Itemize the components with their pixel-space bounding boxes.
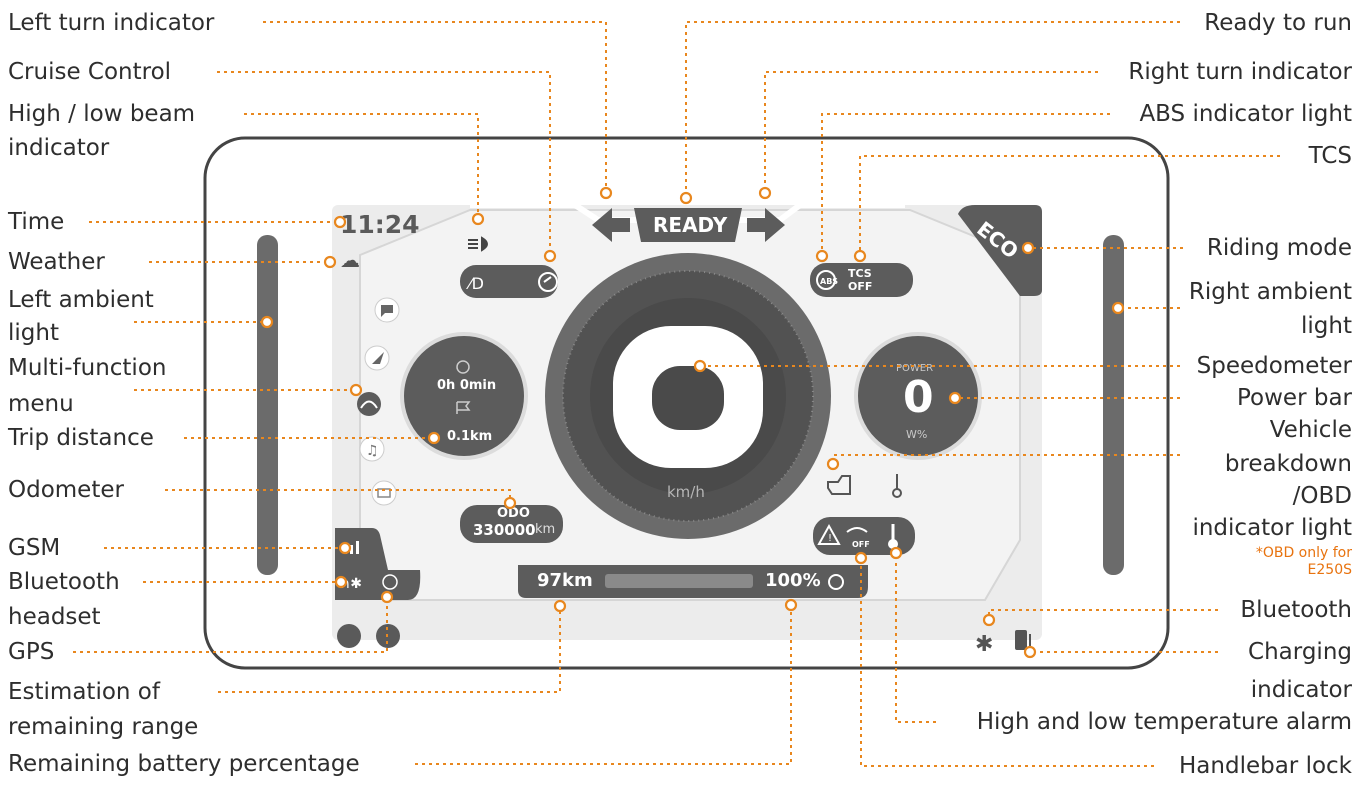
label-speedometer: Speedometer — [1196, 353, 1352, 379]
power-value: 0 — [903, 372, 934, 423]
svg-text:⁄D: ⁄D — [466, 274, 484, 293]
label-indicator-light: indicator light — [1192, 515, 1352, 541]
label-weather: Weather — [8, 249, 105, 275]
temperature-alarm-icon — [888, 539, 898, 549]
label-high-low-beam-line2: indicator — [8, 135, 110, 161]
label-bluetooth-headset-line2: headset — [8, 604, 101, 630]
left-turn-arrow-icon — [592, 208, 630, 242]
label-cruise-control: Cruise Control — [8, 59, 172, 85]
temperature-small-icon — [892, 474, 902, 498]
label-temp-alarm: High and low temperature alarm — [976, 709, 1352, 735]
trip-circle — [400, 332, 528, 460]
label-ready-to-run: Ready to run — [1204, 10, 1352, 36]
left-ambient-light — [257, 235, 278, 575]
handlebar-lock-icon — [846, 527, 868, 533]
label-vehicle: Vehicle — [1269, 417, 1352, 443]
obd-note-line2: E250S — [1307, 562, 1352, 578]
battery-percentage: 100% — [765, 570, 821, 591]
label-battery-percentage: Remaining battery percentage — [8, 751, 360, 777]
label-high-low-beam: High / low beam — [8, 101, 196, 127]
label-trip-distance: Trip distance — [8, 425, 154, 451]
obd-engine-icon — [827, 475, 851, 495]
label-multi-function-line2: menu — [8, 391, 74, 417]
label-obd: /OBD — [1292, 483, 1352, 509]
label-bluetooth-headset: Bluetooth — [8, 569, 120, 595]
svg-text:ABS: ABS — [820, 277, 838, 286]
ready-text: READY — [653, 213, 728, 237]
time-readout: 11:24 — [340, 210, 420, 239]
speed-unit: km/h — [667, 483, 705, 501]
lock-off-text: OFF — [852, 540, 870, 549]
obd-note: *OBD only for E250S — [1256, 545, 1352, 579]
label-gsm: GSM — [8, 535, 61, 561]
speed-digit-inner — [652, 366, 724, 430]
right-ambient-light — [1103, 235, 1124, 575]
hw-button-right — [376, 624, 400, 648]
label-odometer: Odometer — [8, 477, 124, 503]
odo-value: 330000 — [473, 521, 536, 539]
weather-icon: ☁ — [340, 248, 360, 272]
label-time: Time — [8, 209, 65, 235]
battery-progress — [605, 574, 753, 588]
label-charging-line2: indicator — [1250, 677, 1352, 703]
beam-cruise-pill — [460, 265, 558, 298]
label-left-turn-indicator: Left turn indicator — [8, 10, 215, 36]
remaining-range: 97km — [537, 570, 593, 591]
right-turn-arrow-icon — [747, 208, 785, 242]
svg-text:♫: ♫ — [366, 443, 379, 459]
obd-note-line1: *OBD only for — [1255, 545, 1352, 561]
bluetooth-icon: ✱ — [975, 632, 993, 657]
label-left-ambient-line2: light — [8, 320, 59, 346]
high-low-beam-small-icon — [468, 236, 488, 252]
label-multi-function: Multi-function — [8, 355, 167, 381]
hw-button-left — [337, 624, 361, 648]
power-unit: W% — [906, 428, 928, 441]
label-charging: Charging — [1248, 639, 1352, 665]
odo-unit: km — [535, 522, 556, 537]
odometer-pill — [460, 505, 563, 543]
label-breakdown: breakdown — [1224, 451, 1352, 477]
label-estimation-range-line2: remaining range — [8, 714, 199, 740]
label-right-ambient-line2: light — [1301, 313, 1352, 339]
label-estimation-range: Estimation of — [8, 679, 160, 705]
warning-triangle-icon — [817, 523, 841, 545]
power-label: POWER — [896, 363, 934, 374]
label-abs-indicator: ABS indicator light — [1139, 101, 1352, 127]
tcs-text-line2: OFF — [848, 280, 873, 293]
label-power-bar: Power bar — [1237, 385, 1352, 411]
svg-text:∩✱: ∩✱ — [340, 576, 362, 592]
trip-time: 0h 0min — [437, 378, 497, 393]
trip-distance: 0.1km — [447, 429, 493, 444]
abs-tcs-pill — [810, 263, 913, 297]
tcs-text-line1: TCS — [848, 267, 872, 280]
label-gps: GPS — [8, 639, 55, 665]
label-handlebar-lock: Handlebar lock — [1179, 753, 1352, 779]
label-right-turn-indicator: Right turn indicator — [1128, 59, 1352, 85]
label-riding-mode: Riding mode — [1206, 235, 1352, 261]
svg-text:!: ! — [828, 533, 832, 544]
label-tcs: TCS — [1308, 143, 1352, 169]
charging-icon — [1015, 630, 1027, 650]
label-left-ambient: Left ambient — [8, 287, 154, 313]
label-right-ambient: Right ambient — [1188, 279, 1352, 305]
ready-pill — [634, 208, 742, 242]
label-bluetooth: Bluetooth — [1240, 597, 1352, 623]
odo-label: ODO — [497, 506, 530, 521]
